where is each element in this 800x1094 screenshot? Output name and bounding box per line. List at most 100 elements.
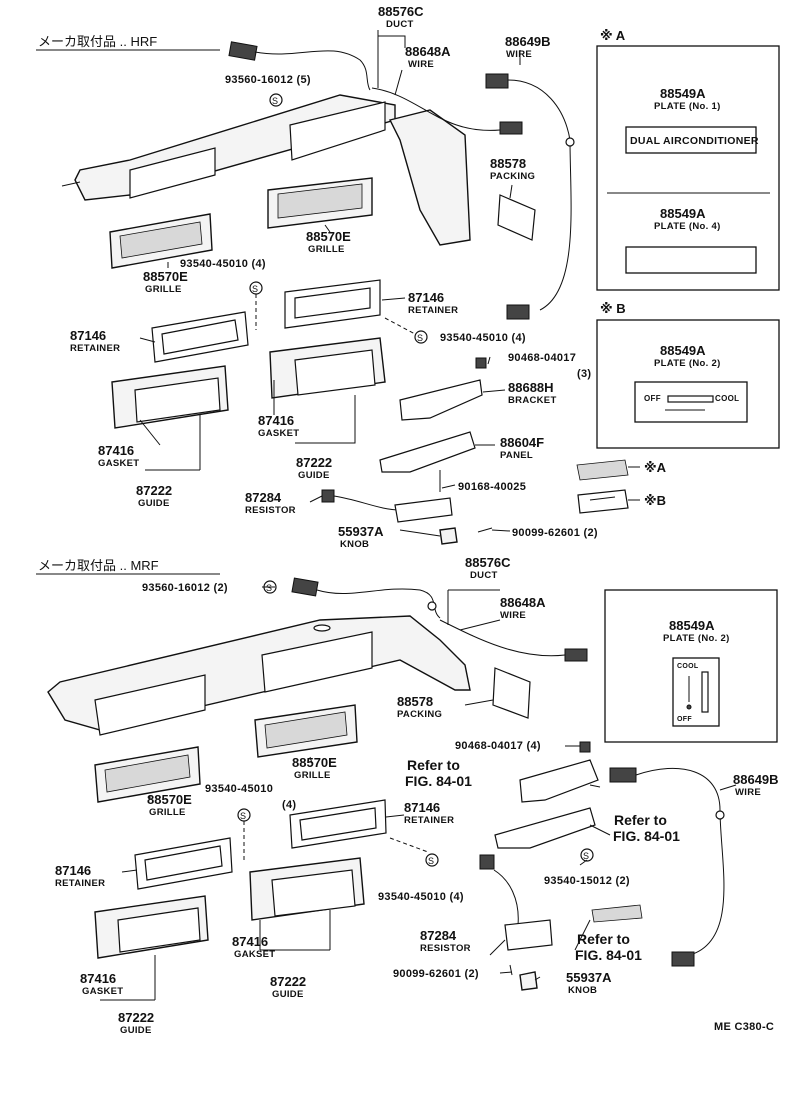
hrf-header: メーカ取付品 .. HRF [38,34,157,49]
mrf-ref-3-a: Refer to [577,931,630,947]
plate-no4 [625,246,757,274]
plate-no2-vertical [672,657,720,727]
inset-c-plate2-pn: 88549A [669,618,715,633]
callout-88604f-pn: 88604F [500,435,544,450]
plate-no1-label: DUAL AIRCONDITIONER [630,135,759,147]
inset-a-plate4-pn: 88549A [660,206,706,221]
mrf-callout-88578-nm: PACKING [397,709,442,720]
callout-88578-nm: PACKING [490,171,535,182]
inset-b: ※ B 88549A PLATE (No. 2) OFF COOL [596,301,780,449]
marker-b: ※B [644,493,666,508]
mrf-callout-88570e-pn-1: 88570E [292,755,337,770]
mrf-callout-88570e-nm-1: GRILLE [294,770,331,781]
callout-87146-nm-1: RETAINER [408,305,458,316]
callout-88570e-pn-1: 88570E [306,229,351,244]
mrf-retainer-drawings [134,799,387,890]
mrf-callout-87146-pn-1: 87146 [404,800,440,815]
hrf-section: メーカ取付品 .. HRF [36,4,667,550]
callout-88688h-nm: BRACKET [508,395,557,406]
marker-a: ※A [644,460,667,475]
mrf-callout-87146-pn-2: 87146 [55,863,91,878]
mrf-callout-93560-16012: 93560-16012 (2) [142,582,228,594]
mrf-callout-87416-pn-2: 87416 [80,971,116,986]
mrf-duct-drawing [47,615,471,736]
callout-87416-pn-1: 87416 [258,413,294,428]
mrf-callout-87222-pn-1: 87222 [270,974,306,989]
mrf-callout-88570e-nm-2: GRILLE [149,807,186,818]
mrf-callout-88648a-nm: WIRE [500,610,526,621]
plate-no2-slider-track [667,395,714,403]
mrf-callout-87416-nm-2: GASKET [82,986,123,997]
hrf-gasket-guide-drawings [111,337,386,429]
callout-87416-nm-1: GASKET [258,428,299,439]
callout-93540-45010-a: 93540-45010 (4) [180,258,266,270]
hrf-bracket-panel-drawings [379,379,483,492]
mrf-callout-88576c-pn: 88576C [465,555,511,570]
hrf-duct-drawing [61,94,471,246]
mrf-leader-lines [100,586,737,1001]
footer-code: ME C380-C [714,1021,774,1033]
mrf-callout-87416-nm-1: GAKSET [234,949,275,960]
plate-no2-cool: COOL [715,394,739,403]
callout-87146-pn-1: 87146 [408,290,444,305]
inset-c-plate2-nm: PLATE (No. 2) [663,633,730,644]
plate-no2-vertical-off: OFF [677,716,692,723]
mrf-callout-55937a-pn: 55937A [566,970,612,985]
svg-text:S: S [252,284,258,294]
callout-88578-pn: 88578 [490,156,526,171]
mrf-header: メーカ取付品 .. MRF [38,558,159,573]
callout-90468-04017-qty: (3) [577,368,591,380]
mrf-callout-93540-45010-b: 93540-45010 (4) [378,891,464,903]
mrf-callout-88576c-nm: DUCT [470,570,498,581]
mrf-fastener-icons: S S S S [237,580,594,867]
callout-88570e-nm-2: GRILLE [145,284,182,295]
callout-88604f-nm: PANEL [500,450,533,461]
mrf-callout-87146-nm-1: RETAINER [404,815,454,826]
svg-text:S: S [417,333,423,343]
mrf-callout-87416-pn-1: 87416 [232,934,268,949]
plate-no2-off: OFF [644,394,661,403]
mrf-callouts: 88576C DUCT 93560-16012 (2) 88648A WIRE … [55,555,779,1036]
callout-88688h-pn: 88688H [508,380,554,395]
plate-no1 [625,126,757,154]
callout-88570e-pn-2: 88570E [143,269,188,284]
hrf-plate-markers: ※A ※B [576,459,667,514]
inset-b-plate2-pn: 88549A [660,343,706,358]
mrf-callout-87222-nm-2: GUIDE [120,1025,152,1036]
inset-a-plate4-nm: PLATE (No. 4) [654,221,721,232]
svg-text:S: S [266,583,272,593]
callout-87222-pn-1: 87222 [296,455,332,470]
callout-87222-nm-1: GUIDE [298,470,330,481]
mrf-callout-88648a-pn: 88648A [500,595,546,610]
inset-a: ※ A 88549A PLATE (No. 1) DUAL AIRCONDITI… [596,28,780,291]
callout-88649b-pn: 88649B [505,34,551,49]
hrf-callouts: 88576C DUCT 88648A WIRE 88649B WIRE 9356… [70,4,598,550]
inset-a-plate1-nm: PLATE (No. 1) [654,101,721,112]
hrf-fastener-icons: S S S [249,93,487,369]
mrf-callout-87284-pn: 87284 [420,928,457,943]
mrf-packing-drawing [492,667,531,719]
svg-text:S: S [583,851,589,861]
mrf-grille-drawings [94,704,358,803]
callout-88648a-nm: WIRE [408,59,434,70]
callout-93560-16012: 93560-16012 (5) [225,74,311,86]
hrf-leader-lines [139,30,640,537]
mrf-resistor-knob-drawings [479,854,553,991]
callout-87284-pn: 87284 [245,490,282,505]
callout-87222-pn-2: 87222 [136,483,172,498]
mrf-callout-87284-nm: RESISTOR [420,943,471,954]
mrf-wires-drawing [291,577,725,967]
mrf-callout-88649b-pn: 88649B [733,772,779,787]
mrf-callout-87222-nm-1: GUIDE [272,989,304,1000]
hrf-packing-drawing [497,194,536,241]
mrf-bracket-drawings [494,759,643,923]
mrf-ref-2-b: FIG. 84-01 [613,828,680,844]
mrf-section: メーカ取付品 .. MRF [36,555,779,1036]
mrf-callout-93540-45010-a: 93540-45010 [205,783,273,795]
mrf-callout-88578-pn: 88578 [397,694,433,709]
inset-b-title: ※ B [600,301,626,316]
hrf-wires-drawing [228,41,575,320]
callout-88570e-nm-1: GRILLE [308,244,345,255]
callout-88649b-nm: WIRE [506,49,532,60]
